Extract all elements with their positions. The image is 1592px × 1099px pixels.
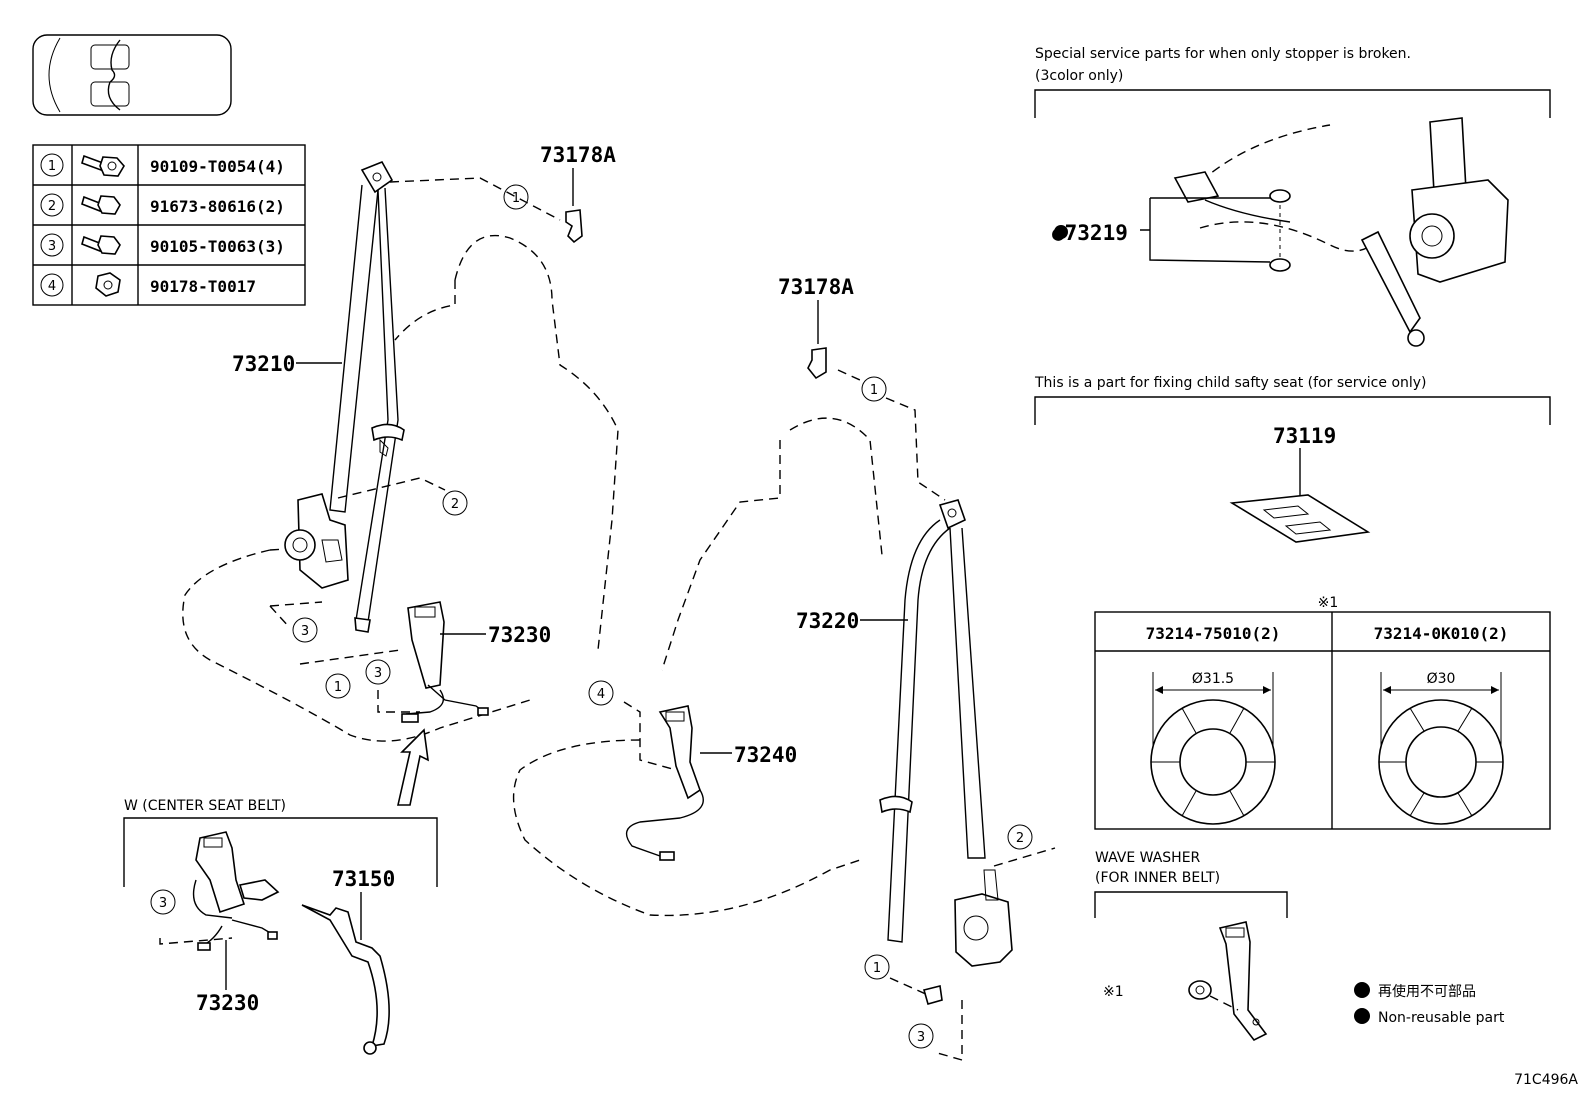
fastener-row-number: 2: [48, 199, 56, 214]
washer-part-number: 73214-0K010(2): [1374, 624, 1509, 643]
washer-part-number: 73214-75010(2): [1146, 624, 1281, 643]
front-seat-belt-left-73210: [284, 160, 405, 633]
part-label-73178a: 73178A: [778, 275, 854, 299]
wave-washer-subheading: (FOR INNER BELT): [1095, 870, 1220, 886]
flange-bolt-icon: [81, 154, 125, 177]
trim-clip-73178a-left: [565, 168, 583, 244]
callout-3: 3: [159, 896, 167, 911]
front-seat-belt-right-73220: [879, 499, 1013, 1005]
part-label-73119: 73119: [1273, 424, 1336, 448]
vehicle-locator-icon: [32, 34, 232, 116]
fastener-row-number: 4: [48, 279, 56, 294]
wave-washer-heading: WAVE WASHER: [1095, 850, 1201, 866]
fastener-row-number: 3: [48, 239, 56, 254]
part-label-73178a: 73178A: [540, 143, 616, 167]
part-label-73230-center: 73230: [196, 991, 259, 1015]
legend-dot: [1354, 1008, 1370, 1024]
fastener-part-number: 91673-80616(2): [150, 197, 285, 216]
stopper-service-parts-group: Special service parts for when only stop…: [1034, 46, 1551, 347]
seat-belt-buckle-73240: [625, 705, 704, 861]
right-seat-outline: [512, 417, 883, 917]
legend-text-jp: 再使用不可部品: [1378, 983, 1476, 1000]
part-label-73210: 73210: [232, 352, 295, 376]
child-seat-note: This is a part for fixing child safty se…: [1034, 375, 1427, 391]
part-label-73220: 73220: [796, 609, 859, 633]
callout-1: 1: [873, 961, 881, 976]
seat-belt-buckle-73230: [401, 601, 489, 723]
washer-diameter: Ø31.5: [1192, 671, 1234, 687]
callout-2: 2: [1016, 831, 1024, 846]
part-label-73230: 73230: [488, 623, 551, 647]
washer-diameter: Ø30: [1427, 671, 1456, 687]
wave-washer-0k010: Ø30: [1378, 671, 1504, 825]
non-reusable-legend: 再使用不可部品 Non-reusable part: [1354, 982, 1505, 1026]
wave-washer-inner-belt-group: WAVE WASHER (FOR INNER BELT) ※1: [1094, 850, 1288, 1042]
part-label-73240: 73240: [734, 743, 797, 767]
bolt-icon: [81, 235, 121, 255]
washer-table: ※1 73214-75010(2) 73214-0K010(2) Ø31.5: [1094, 595, 1551, 830]
fastener-part-number: 90178-T0017: [150, 277, 256, 296]
callout-3: 3: [374, 666, 382, 681]
callout-1: 1: [512, 191, 520, 206]
center-seat-belt-group: W (CENTER SEAT BELT): [123, 798, 438, 1055]
bolt-icon: [81, 195, 121, 215]
part-label-73150: 73150: [332, 867, 395, 891]
direction-arrow: [396, 728, 429, 806]
callout-1: 1: [870, 383, 878, 398]
legend-text-en: Non-reusable part: [1378, 1010, 1505, 1026]
non-reusable-dot: [1054, 225, 1068, 239]
callout-4: 4: [597, 687, 605, 702]
fastener-table: 1 2 3 4 90109-T0054(4) 91673-80616(2) 90…: [32, 144, 306, 306]
fastener-part-number: 90105-T0063(3): [150, 237, 285, 256]
fastener-part-number: 90109-T0054(4): [150, 157, 285, 176]
fastener-row-number: 1: [48, 159, 56, 174]
legend-dot: [1354, 982, 1370, 998]
wave-washer-75010: Ø31.5: [1150, 671, 1276, 825]
left-seat-outline: [182, 234, 619, 742]
stopper-note-line2: (3color only): [1035, 68, 1123, 84]
figure-code: 71C496A: [1514, 1072, 1578, 1088]
callout-1: 1: [334, 680, 342, 695]
child-seat-fixing-group: This is a part for fixing child safty se…: [1034, 375, 1551, 543]
callout-3: 3: [917, 1030, 925, 1045]
stopper-note-line1: Special service parts for when only stop…: [1035, 46, 1411, 62]
part-label-73219: ●73219: [1052, 221, 1128, 245]
washer-table-ref-mark: ※1: [1318, 595, 1339, 611]
ref-mark: ※1: [1103, 984, 1124, 1000]
callout-2: 2: [451, 497, 459, 512]
callout-3: 3: [301, 624, 309, 639]
trim-clip-73178a-right: [807, 300, 827, 380]
center-seat-belt-heading: W (CENTER SEAT BELT): [124, 798, 286, 814]
nut-icon: [95, 272, 121, 297]
